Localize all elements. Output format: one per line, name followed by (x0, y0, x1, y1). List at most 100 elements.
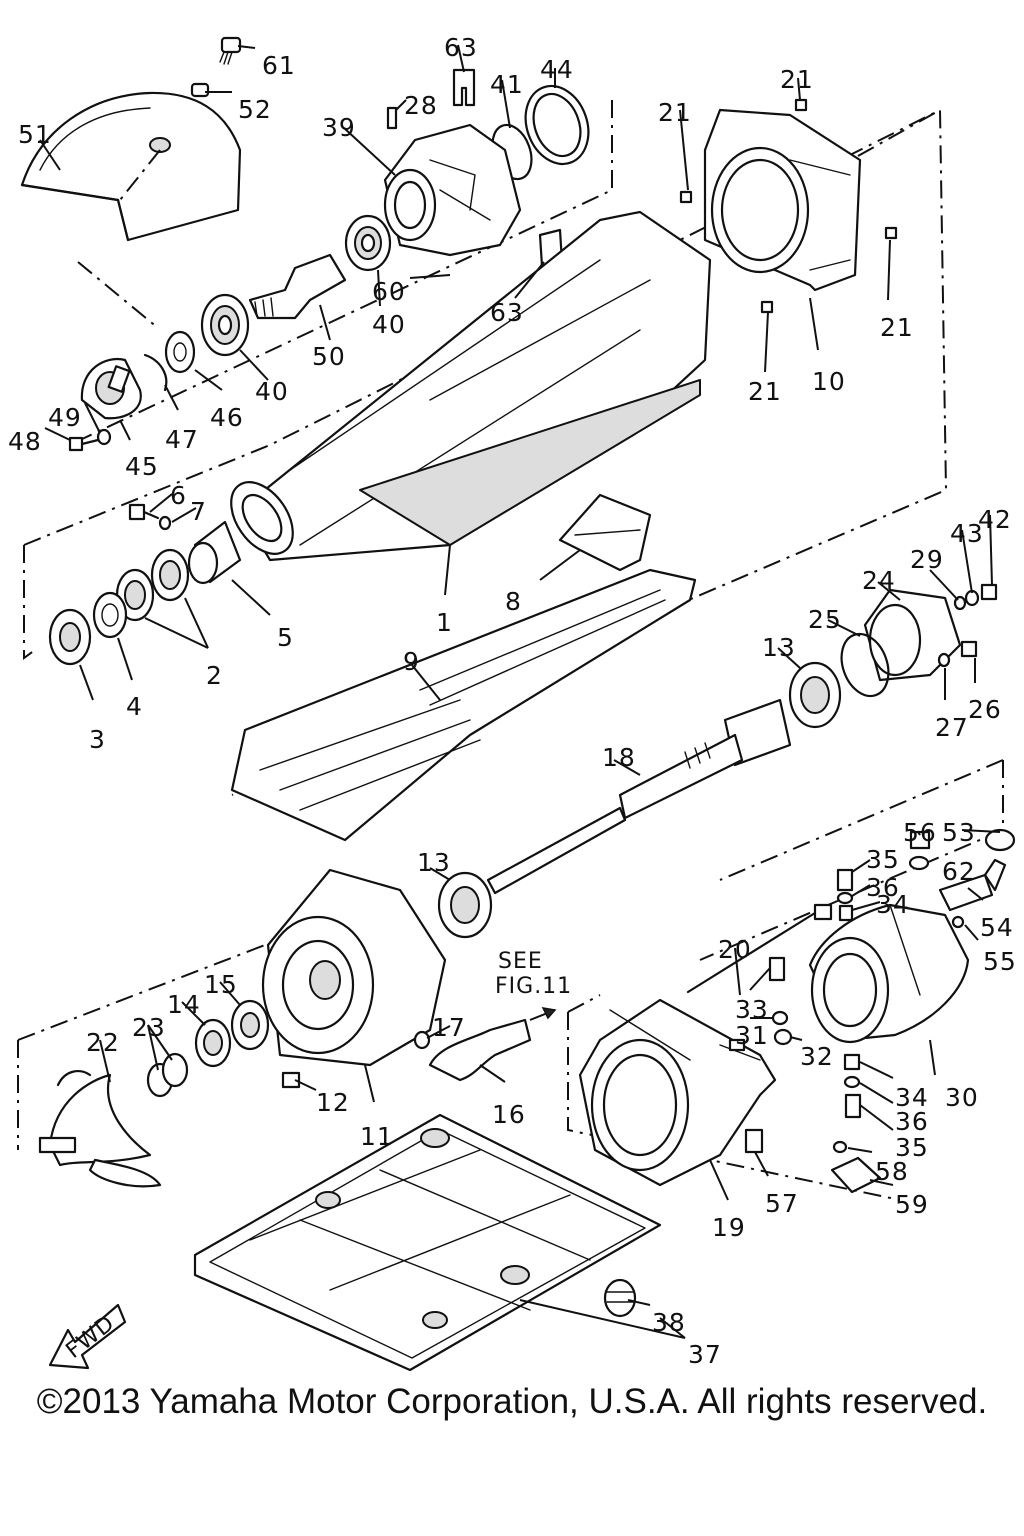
leader-line (961, 529, 973, 594)
leader-line (859, 1061, 894, 1079)
part-label-p36a: 36 (866, 873, 900, 902)
leader-line (917, 831, 921, 836)
intake-duct-part-1 (230, 210, 712, 562)
screw-part-58 (832, 1140, 848, 1154)
leader-line (119, 419, 131, 441)
bolt-part-35-upper (836, 868, 854, 892)
part-label-p25: 25 (808, 605, 842, 634)
bushing-part-34-lower (843, 1053, 861, 1071)
leader-line (377, 269, 381, 307)
bearing-part-13-lower (437, 871, 493, 939)
cap-part-53 (984, 828, 1016, 852)
part-label-p48: 48 (8, 427, 42, 456)
leader-line (147, 1024, 159, 1071)
part-label-p21d: 21 (748, 377, 782, 406)
leader-line (887, 239, 891, 301)
washer-part-55 (951, 915, 965, 929)
leader-line (851, 859, 871, 873)
part-label-p63a: 63 (444, 33, 478, 62)
part-label-p58: 58 (875, 1157, 909, 1186)
part-label-p21a: 21 (780, 65, 814, 94)
leader-line (989, 514, 993, 586)
bolt-part-35-lower (844, 1093, 862, 1119)
leader-lines (39, 44, 1001, 1339)
part-label-p35a: 35 (866, 845, 900, 874)
screw-part-61 (219, 36, 242, 65)
hose-part-16 (428, 1018, 532, 1082)
part-label-p13b: 13 (417, 848, 451, 877)
bushing-part-34-upper (838, 904, 854, 922)
ride-plate-part-9 (230, 568, 697, 842)
leader-line (754, 1151, 769, 1177)
part-label-p21c: 21 (880, 313, 914, 342)
seal-part-15 (230, 999, 270, 1051)
leader-line (395, 99, 407, 111)
leader-line (809, 297, 819, 351)
washer-part-49 (96, 428, 112, 446)
part-label-p14: 14 (167, 990, 201, 1019)
leader-line (877, 581, 901, 601)
cap-part-24 (863, 588, 962, 682)
bolt-part-48 (68, 436, 100, 452)
part-label-p62: 62 (942, 857, 976, 886)
part-label-p44: 44 (540, 55, 574, 84)
leader-line (147, 1024, 173, 1061)
leader-line (501, 79, 511, 129)
part-label-p15: 15 (204, 970, 238, 999)
leader-line (149, 493, 173, 513)
nut-part-32 (773, 1028, 793, 1046)
leader-line (929, 569, 959, 601)
part-label-p39: 39 (322, 113, 356, 142)
washer-part-43 (964, 589, 980, 607)
plate-part-59 (830, 1156, 882, 1194)
impeller-part-22 (38, 1070, 162, 1188)
leader-line (409, 274, 451, 279)
leader-line (39, 139, 61, 171)
leader-line (411, 664, 441, 701)
part-label-p41: 41 (490, 70, 524, 99)
leader-line (539, 549, 581, 581)
part-label-p54: 54 (980, 913, 1014, 942)
base-plate-part-37 (193, 1113, 662, 1372)
leader-line (239, 349, 269, 381)
leader-line (44, 427, 71, 441)
sleeve-part-5 (187, 520, 242, 585)
leader-line (144, 617, 209, 649)
part-label-p49: 49 (48, 403, 82, 432)
part-label-p27: 27 (935, 713, 969, 742)
leader-line (749, 967, 771, 991)
oring-part-25 (840, 632, 890, 698)
part-label-p50: 50 (312, 342, 346, 371)
leader-line (457, 44, 465, 73)
part-label-p53: 53 (942, 818, 976, 847)
part-label-p17: 17 (432, 1013, 466, 1042)
part-label-p11: 11 (360, 1122, 394, 1151)
part-label-p63b: 63 (490, 298, 524, 327)
part-label-p56: 56 (903, 818, 937, 847)
part-label-p6: 6 (170, 481, 187, 510)
leader-line (79, 664, 94, 701)
drive-shaft-part-18 (486, 698, 792, 895)
part-label-p45: 45 (125, 452, 159, 481)
part-label-p32: 32 (800, 1042, 834, 1071)
duct-part-10 (703, 108, 862, 292)
seal-part-3 (48, 608, 92, 666)
leader-line (859, 1104, 894, 1131)
bolt-part-6 (128, 503, 160, 521)
part-label-p59: 59 (895, 1190, 929, 1219)
leader-line (967, 887, 984, 901)
washer-part-36-upper (836, 891, 854, 905)
part-label-p30: 30 (945, 1083, 979, 1112)
bracket-part-54 (938, 858, 1007, 912)
clip-part-63-top (452, 68, 476, 107)
see-reference-line-1: SEE (498, 949, 543, 974)
leader-line (343, 127, 396, 176)
leader-line (627, 1299, 651, 1306)
leader-line (734, 947, 741, 996)
leader-line (851, 884, 871, 897)
bearing-part-2 (115, 548, 190, 622)
part-label-p42: 42 (978, 505, 1012, 534)
leader-line (827, 619, 861, 637)
part-label-p16: 16 (492, 1100, 526, 1129)
